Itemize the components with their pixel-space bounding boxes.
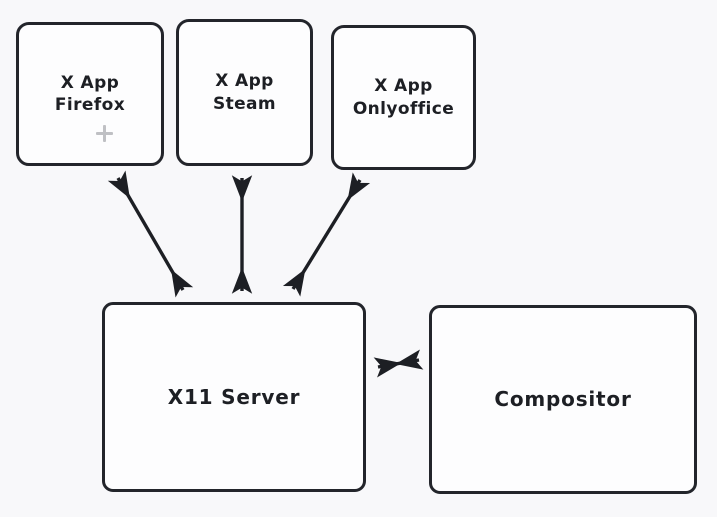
node-onlyoffice-line2: Onlyoffice	[352, 98, 455, 119]
node-x11-server-label: X11 Server	[167, 384, 301, 409]
node-firefox-line1: X App	[60, 72, 120, 93]
connector-firefox-x11	[107, 170, 194, 298]
node-x11-server[interactable]: X11 Server	[102, 302, 366, 492]
node-firefox-line2: Firefox	[54, 95, 126, 115]
node-x-app-firefox[interactable]: X App Firefox	[16, 22, 164, 166]
node-steam-line1: X App	[215, 71, 274, 92]
crosshair-cursor-icon	[96, 125, 113, 142]
node-compositor[interactable]: Compositor	[429, 305, 697, 494]
node-onlyoffice-line1: X App	[374, 76, 433, 97]
node-compositor-label: Compositor	[494, 387, 632, 412]
connector-onlyoffice-x11	[282, 172, 371, 297]
node-steam-line2: Steam	[212, 93, 277, 114]
connector-x11-compositor	[373, 349, 424, 378]
node-x-app-onlyoffice[interactable]: X App Onlyoffice	[331, 25, 476, 170]
node-x-app-steam[interactable]: X App Steam	[176, 19, 313, 166]
